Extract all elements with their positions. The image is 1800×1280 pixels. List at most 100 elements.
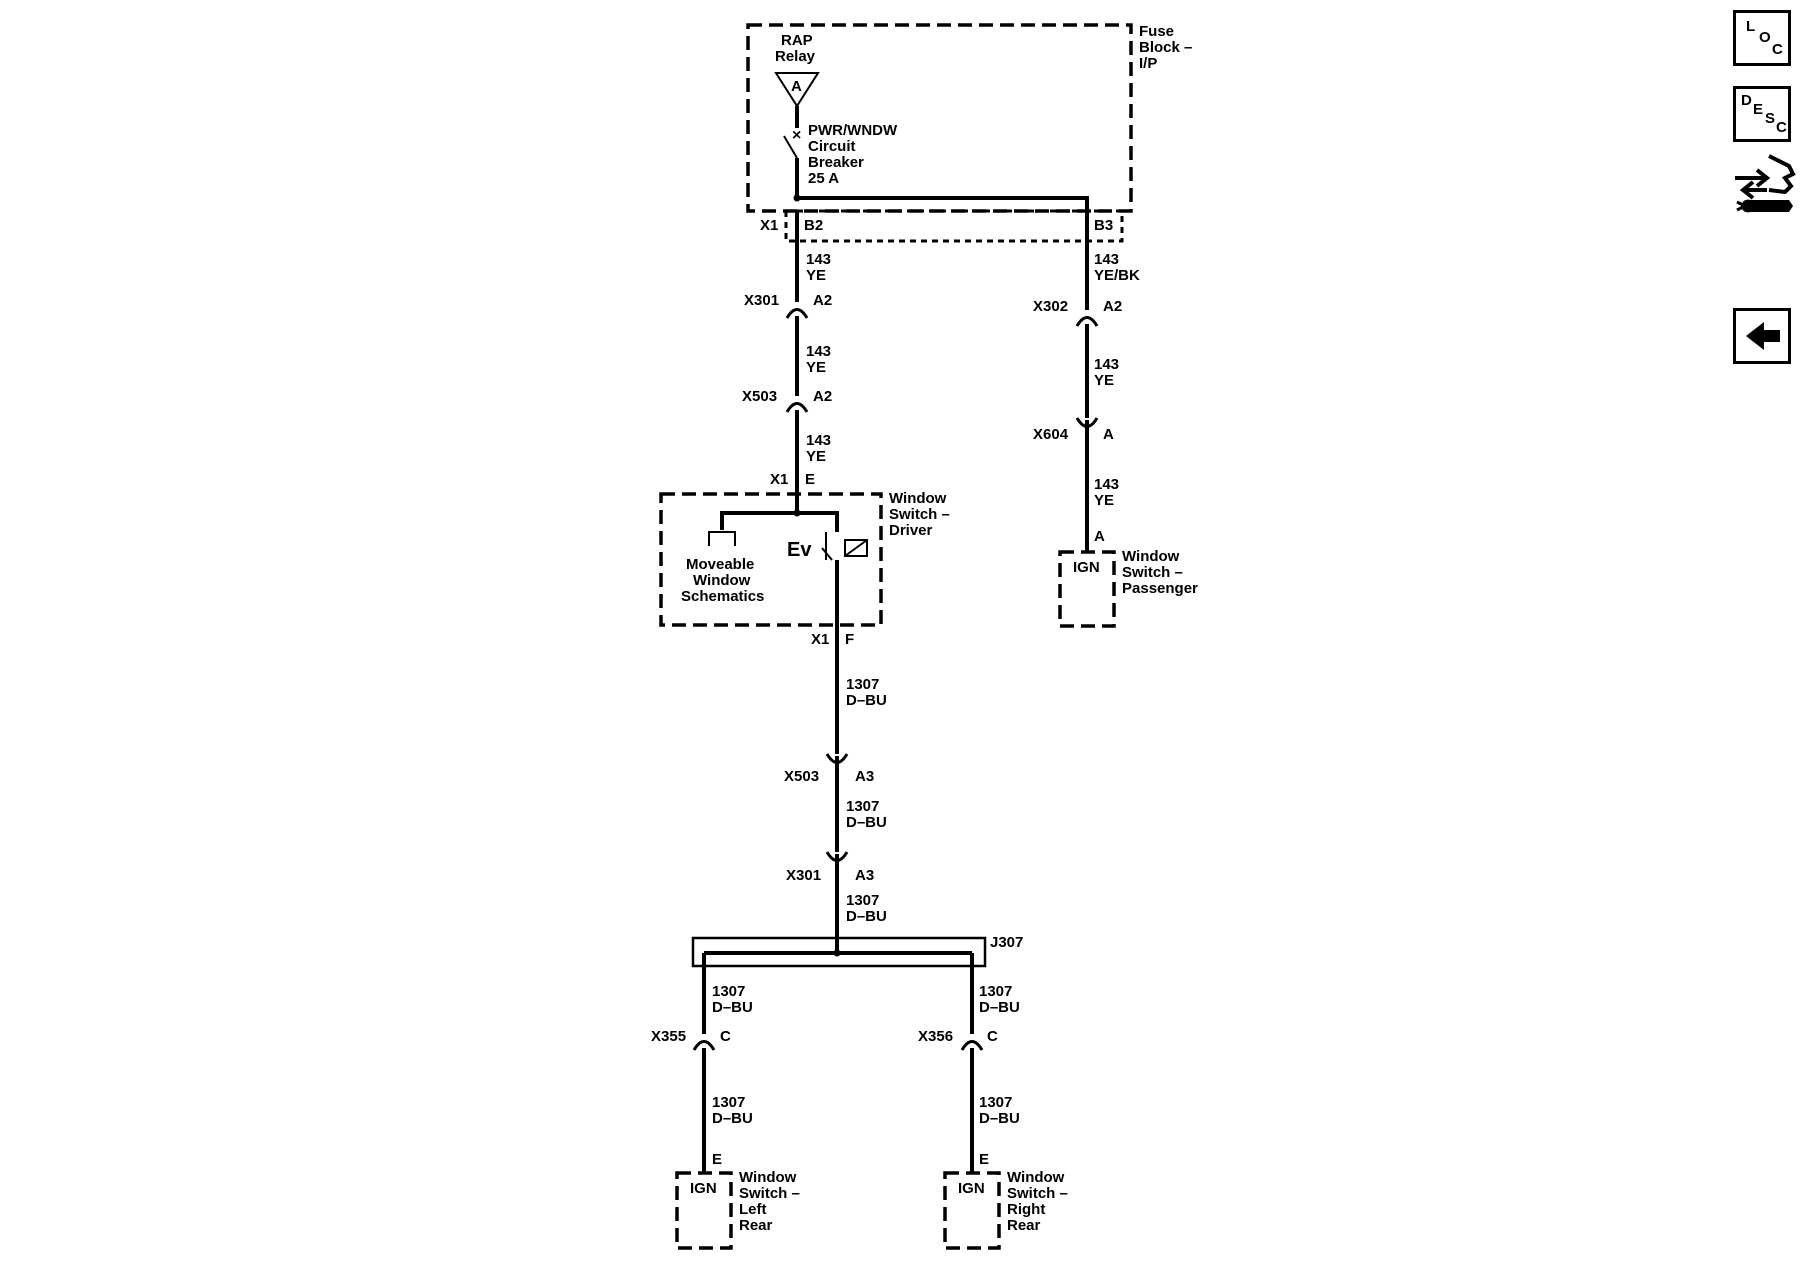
desc-letter-d: D: [1741, 92, 1752, 109]
wire-color: D–BU: [846, 908, 887, 925]
wire-number: 143: [1094, 251, 1119, 268]
moveable-label-2: Window: [693, 572, 751, 589]
pin-a2-label: A2: [813, 292, 832, 309]
driver-switch-internal-bus: [720, 511, 839, 532]
pin-e-label: E: [712, 1151, 722, 1168]
wire-color: YE: [1094, 372, 1114, 389]
connector-x1-label: X1: [811, 631, 829, 648]
moveable-label-1: Moveable: [686, 556, 754, 573]
schematic-reference-icon: [708, 531, 736, 546]
connector-x503-icon: [785, 402, 809, 413]
window-switch-driver: Window Switch – Driver Moveable Window S…: [659, 490, 950, 627]
connector-x355-label: X355: [651, 1028, 686, 1045]
left-rear-label-3: Left: [739, 1201, 767, 1218]
connector-x503-label: X503: [784, 768, 819, 785]
driver-switch-outline: [659, 492, 883, 627]
desc-letter-e: E: [1753, 101, 1764, 118]
wire-color: D–BU: [846, 692, 887, 709]
wire-number: 1307: [712, 983, 745, 1000]
pin-a3-label: A3: [855, 768, 874, 785]
circuit-143-driver-feed: 143 YE X301 A2 143 YE X503 A2 143 YE X1 …: [742, 211, 832, 515]
connector-x503-label: X503: [742, 388, 777, 405]
ign-label: IGN: [1073, 559, 1100, 576]
ev-symbol: Ev: [787, 539, 812, 561]
window-switch-right-rear: IGN Window Switch – Right Rear: [943, 1169, 1068, 1250]
connector-x301-label: X301: [786, 867, 821, 884]
left-rear-label-4: Rear: [739, 1217, 773, 1234]
wire-color: D–BU: [712, 1110, 753, 1127]
wire-number: 143: [806, 343, 831, 360]
pin-b3-label: B3: [1094, 217, 1113, 234]
left-rear-switch-outline: [675, 1171, 733, 1250]
pin-a-label: A: [1103, 426, 1114, 443]
connector-x301-label: X301: [744, 292, 779, 309]
pin-e-label: E: [805, 471, 815, 488]
wire-number: 1307: [846, 676, 879, 693]
pin-a2-label: A2: [1103, 298, 1122, 315]
wire-color: YE: [806, 359, 826, 376]
connector-wrench-icon: [1735, 154, 1796, 213]
loc-letter-l: L: [1746, 18, 1756, 35]
breaker-label-4: 25 A: [808, 170, 839, 187]
pin-b2-label: B2: [804, 217, 823, 234]
wire-number: 1307: [846, 892, 879, 909]
pin-e-label: E: [979, 1151, 989, 1168]
driver-switch-label-2: Switch –: [889, 506, 950, 523]
pin-f-label: F: [845, 631, 854, 648]
left-rear-label-2: Switch –: [739, 1185, 800, 1202]
right-rear-label-2: Switch –: [1007, 1185, 1068, 1202]
wire-color: D–BU: [712, 999, 753, 1016]
connector-x1-housing: [784, 209, 1124, 243]
wire-color: D–BU: [846, 814, 887, 831]
passenger-label-1: Window: [1122, 548, 1180, 565]
loc-letter-o: O: [1759, 29, 1771, 46]
connector-end-view-button[interactable]: [1733, 152, 1797, 222]
wire-number: 143: [806, 432, 831, 449]
wire-number: 1307: [979, 983, 1012, 1000]
pin-c-label: C: [987, 1028, 998, 1045]
wire-color: D–BU: [979, 999, 1020, 1016]
connector-x604-label: X604: [1033, 426, 1069, 443]
connector-x1-label: X1: [760, 217, 778, 234]
pin-a-label: A: [1094, 528, 1105, 545]
description-button[interactable]: D E S C: [1733, 86, 1791, 142]
desc-letter-c: C: [1776, 119, 1787, 136]
passenger-label-3: Passenger: [1122, 580, 1198, 597]
location-button[interactable]: L O C: [1733, 10, 1791, 66]
connector-x302-label: X302: [1033, 298, 1068, 315]
rap-relay-symbol: A: [791, 78, 802, 95]
wire-number: 143: [1094, 356, 1119, 373]
svg-text:×: ×: [792, 127, 801, 144]
rap-relay-label-1: RAP: [781, 32, 813, 49]
connector-x1-label: X1: [770, 471, 788, 488]
rap-relay: RAP Relay A: [774, 32, 820, 108]
rap-relay-label-2: Relay: [775, 48, 816, 65]
pin-a3-label: A3: [855, 867, 874, 884]
right-rear-label-1: Window: [1007, 1169, 1065, 1186]
back-button[interactable]: [1733, 308, 1791, 364]
circuit-143-passenger-feed: 143 YE/BK X302 A2 143 YE X604 A 143 YE A: [1033, 241, 1140, 552]
wire-color: YE: [1094, 492, 1114, 509]
splice-pack-j307: J307: [691, 934, 1023, 1034]
breaker-label-1: PWR/WNDW: [808, 122, 898, 139]
ign-label: IGN: [958, 1180, 985, 1197]
connector-x356-label: X356: [918, 1028, 953, 1045]
passenger-label-2: Switch –: [1122, 564, 1183, 581]
ign-label: IGN: [690, 1180, 717, 1197]
fuse-block-label-2: Block –: [1139, 39, 1192, 56]
driver-switch-label-1: Window: [889, 490, 947, 507]
circuit-breaker: × PWR/WNDW Circuit Breaker 25 A: [783, 106, 898, 198]
fuse-block-ip: Fuse Block – I/P: [746, 23, 1192, 243]
connector-x302-icon: [1075, 316, 1099, 327]
right-rear-switch-outline: [943, 1171, 1001, 1250]
connector-x355-icon: [692, 1040, 716, 1051]
fuse-block-outline: [746, 23, 1133, 213]
wire-number: 1307: [712, 1094, 745, 1111]
pin-c-label: C: [720, 1028, 731, 1045]
fuse-block-label-1: Fuse: [1139, 23, 1174, 40]
back-arrow-icon: [1746, 322, 1780, 350]
wire-number: 143: [806, 251, 831, 268]
moveable-label-3: Schematics: [681, 588, 764, 605]
driver-switch-label-3: Driver: [889, 522, 933, 539]
